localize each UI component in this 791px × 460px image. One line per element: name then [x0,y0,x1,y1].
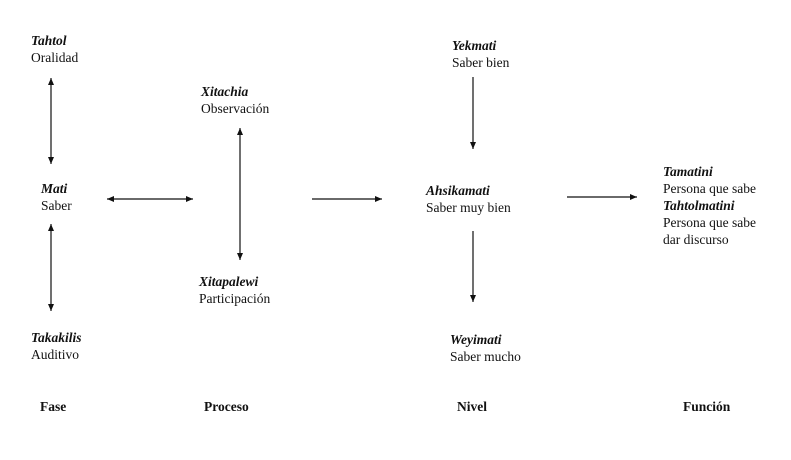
desc-auditivo: Auditivo [31,347,80,362]
desc-persona-que-sabe: Persona que sabe [663,181,756,196]
column-label-fase: Fase [40,399,67,414]
desc-persona-que-sabe-2: Persona que sabe [663,215,756,230]
desc-participacion: Participación [199,291,271,306]
desc-saber: Saber [41,198,72,213]
term-xitapalewi: Xitapalewi [199,274,259,289]
node-tamatini: Tamatini Persona que sabe Tahtolmatini P… [663,163,756,248]
node-ahsikamati: Ahsikamati Saber muy bien [426,182,511,216]
term-yekmati: Yekmati [452,38,497,53]
term-ahsikamati: Ahsikamati [426,183,490,198]
column-label-nivel: Nivel [457,399,487,414]
term-weyimati: Weyimati [450,332,502,347]
node-yekmati: Yekmati Saber bien [452,37,509,71]
node-weyimati: Weyimati Saber mucho [450,331,521,365]
desc-oralidad: Oralidad [31,50,79,65]
desc-saber-muy-bien: Saber muy bien [426,200,511,215]
node-tahtol: Tahtol Oralidad [31,32,78,66]
term-tamatini: Tamatini [663,164,713,179]
desc-dar-discurso: dar discurso [663,232,729,247]
term-tahtolmatini: Tahtolmatini [663,198,735,213]
column-label-funcion: Función [683,399,731,414]
desc-saber-bien: Saber bien [452,55,510,70]
term-mati: Mati [41,181,68,196]
desc-observacion: Observación [201,101,270,116]
node-xitapalewi: Xitapalewi Participación [199,273,270,307]
node-mati: Mati Saber [41,180,72,214]
term-tahtol: Tahtol [31,33,67,48]
term-takakilis: Takakilis [31,330,82,345]
node-takakilis: Takakilis Auditivo [31,329,82,363]
node-xitachia: Xitachia Observación [201,83,269,117]
term-xitachia: Xitachia [201,84,249,99]
column-label-proceso: Proceso [204,399,249,414]
desc-saber-mucho: Saber mucho [450,349,521,364]
